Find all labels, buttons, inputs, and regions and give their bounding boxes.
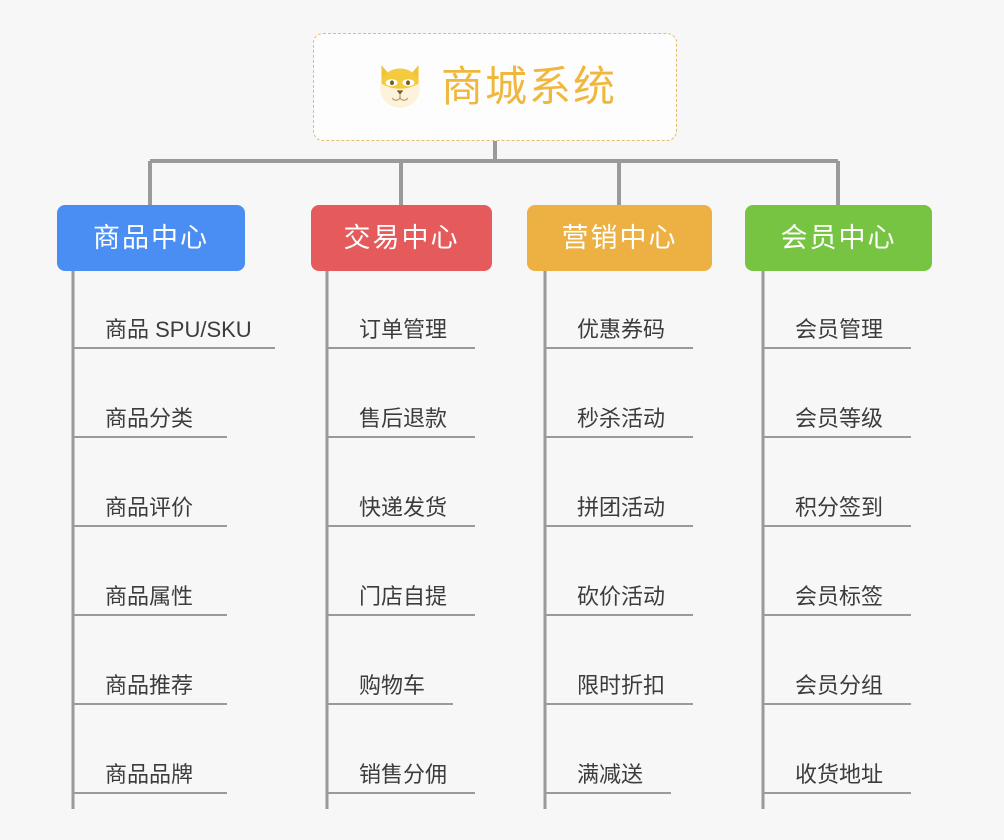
shiba-dog-face-icon — [380, 65, 420, 108]
leaf-item[interactable]: 会员管理 — [763, 315, 911, 349]
leaf-item[interactable]: 快递发货 — [327, 493, 475, 527]
leaf-label: 快递发货 — [359, 495, 448, 520]
category-label: 营销中心 — [561, 222, 678, 253]
category-label: 会员中心 — [780, 222, 897, 253]
leaf-item[interactable]: 商品 SPU/SKU — [73, 315, 275, 349]
leaf-item[interactable]: 优惠券码 — [545, 315, 693, 349]
leaf-label: 商品 SPU/SKU — [105, 317, 252, 342]
leaf-label: 会员管理 — [795, 317, 884, 342]
category-label: 交易中心 — [343, 222, 460, 253]
leaf-label: 限时折扣 — [577, 673, 666, 698]
root-title: 商城系统 — [440, 63, 617, 110]
category-box-营销中心[interactable]: 营销中心 — [527, 205, 712, 271]
category-box-会员中心[interactable]: 会员中心 — [745, 205, 932, 271]
leaf-label: 优惠券码 — [577, 317, 666, 342]
leaf-item[interactable]: 商品品牌 — [73, 760, 227, 794]
leaf-item[interactable]: 商品评价 — [73, 493, 227, 527]
leaf-label: 售后退款 — [359, 406, 448, 431]
leaf-item[interactable]: 会员标签 — [763, 582, 911, 616]
root-node-content: 商城系统 — [373, 60, 617, 114]
leaf-item[interactable]: 商品属性 — [73, 582, 227, 616]
leaf-item[interactable]: 收货地址 — [763, 760, 911, 794]
leaf-item[interactable]: 会员等级 — [763, 404, 911, 438]
leaf-label: 商品评价 — [105, 495, 194, 520]
leaf-item[interactable]: 门店自提 — [327, 582, 475, 616]
leaf-label: 砍价活动 — [577, 584, 666, 609]
leaf-item[interactable]: 订单管理 — [327, 315, 475, 349]
category-box-商品中心[interactable]: 商品中心 — [57, 205, 245, 271]
leaf-label: 商品推荐 — [105, 673, 194, 698]
leaf-label: 订单管理 — [359, 317, 448, 342]
leaf-label: 满减送 — [577, 762, 644, 787]
leaf-item[interactable]: 满减送 — [545, 760, 671, 794]
category-label: 商品中心 — [93, 222, 209, 253]
leaf-item[interactable]: 销售分佣 — [327, 760, 475, 794]
leaf-label: 会员分组 — [795, 673, 884, 698]
leaf-label: 会员等级 — [795, 406, 884, 431]
leaf-item[interactable]: 秒杀活动 — [545, 404, 693, 438]
leaf-label: 门店自提 — [359, 584, 448, 609]
leaf-item[interactable]: 会员分组 — [763, 671, 911, 705]
leaf-item[interactable]: 砍价活动 — [545, 582, 693, 616]
leaf-item[interactable]: 售后退款 — [327, 404, 475, 438]
leaf-label: 商品属性 — [105, 584, 194, 609]
leaf-label: 销售分佣 — [359, 762, 448, 787]
leaf-item[interactable]: 限时折扣 — [545, 671, 693, 705]
leaf-label: 会员标签 — [795, 584, 884, 609]
leaf-label: 购物车 — [359, 673, 426, 698]
leaf-item[interactable]: 拼团活动 — [545, 493, 693, 527]
leaf-label: 积分签到 — [795, 495, 884, 520]
leaf-item[interactable]: 商品分类 — [73, 404, 227, 438]
category-box-交易中心[interactable]: 交易中心 — [311, 205, 492, 271]
leaf-label: 商品分类 — [105, 406, 194, 431]
leaf-item[interactable]: 积分签到 — [763, 493, 911, 527]
root-node[interactable]: 商城系统 — [313, 33, 677, 141]
leaf-label: 商品品牌 — [105, 762, 194, 787]
leaf-item[interactable]: 购物车 — [327, 671, 453, 705]
leaf-label: 收货地址 — [795, 762, 884, 787]
leaf-label: 拼团活动 — [577, 495, 666, 520]
leaf-label: 秒杀活动 — [577, 406, 666, 431]
leaf-item[interactable]: 商品推荐 — [73, 671, 227, 705]
